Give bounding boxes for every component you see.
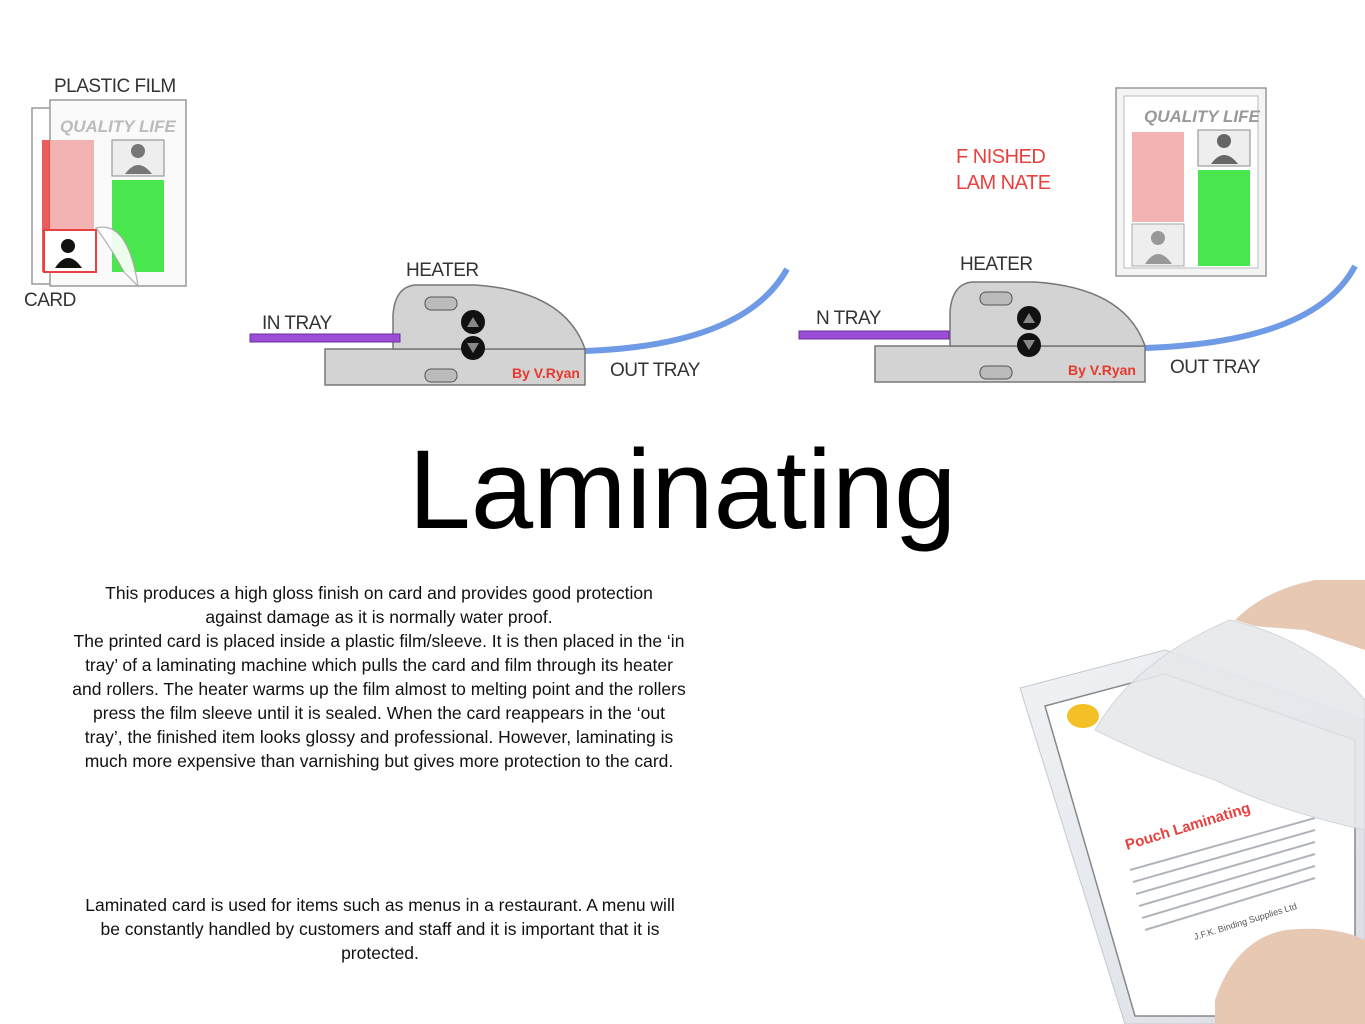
heater-label: HEATER (406, 260, 479, 281)
finished-laminate-label: F NISHED LAM NATE (956, 146, 1051, 194)
film-brand-text: QUALITY LIFE (60, 117, 177, 136)
out-tray-1 (584, 267, 790, 354)
usage-paragraph: Laminated card is used for items such as… (85, 895, 675, 963)
finished-card-illustration: QUALITY LIFE (1115, 87, 1267, 277)
card-label: CARD (24, 290, 76, 311)
credit-label-2: By V.Ryan (1068, 362, 1136, 378)
in-tray-2 (798, 330, 950, 340)
in-tray-label: IN TRAY (262, 313, 332, 334)
page-title: Laminating (408, 427, 957, 552)
pouch-laminating-photo: Pouch Laminating J.F.K. Binding Supplies… (1019, 580, 1365, 1024)
plastic-film-label: PLASTIC FILM (54, 76, 176, 97)
heater-label-2: HEATER (960, 254, 1033, 275)
credit-label: By V.Ryan (512, 365, 580, 381)
out-tray-2 (1144, 264, 1358, 351)
out-tray-label: OUT TRAY (610, 360, 700, 381)
in-tray-label-2: N TRAY (816, 308, 881, 329)
description-intro: This produces a high gloss finish on car… (105, 583, 653, 627)
laminating-machine-2 (798, 264, 1358, 383)
out-tray-label-2: OUT TRAY (1170, 357, 1260, 378)
finished-card-brand-text: QUALITY LIFE (1144, 107, 1261, 126)
description-paragraph: This produces a high gloss finish on car… (72, 581, 686, 773)
in-tray-1 (249, 333, 401, 343)
card-in-film-illustration: QUALITY LIFE (31, 99, 187, 288)
description-process: The printed card is placed inside a plas… (72, 631, 686, 771)
laminating-machine-1 (249, 267, 790, 386)
